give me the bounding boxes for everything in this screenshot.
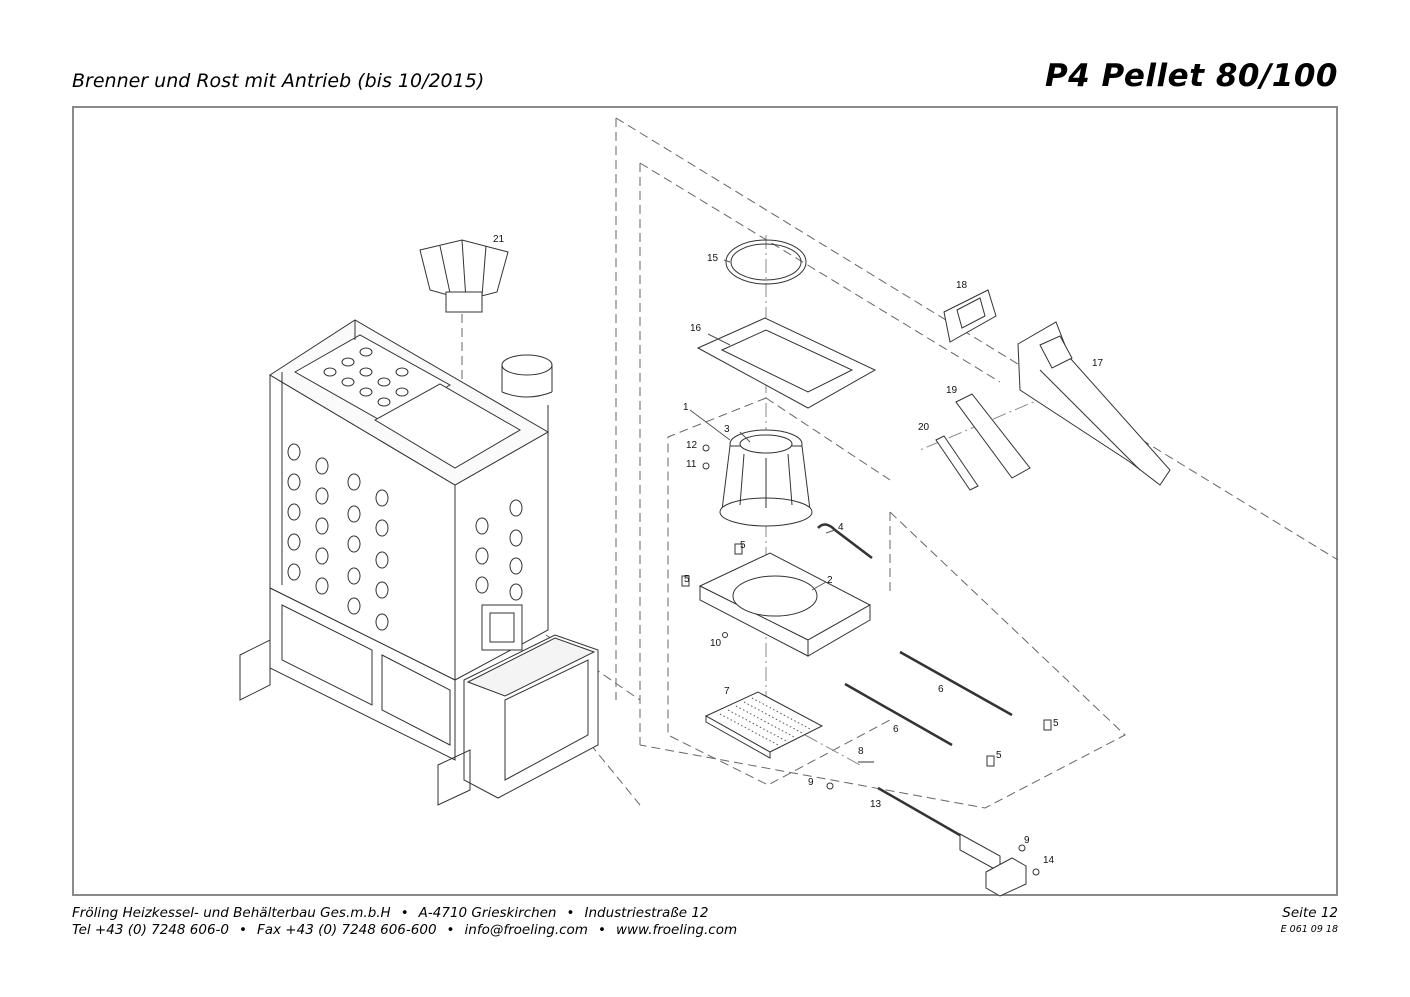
label-part-12: 12 [686,440,698,451]
label-part-7: 7 [724,686,730,697]
part-2-frame [698,552,872,657]
boiler-body [239,319,599,806]
part-21-hopper [419,239,509,313]
company-address: A-4710 Grieskirchen [418,905,557,921]
label-part-3: 3 [724,424,730,435]
part-6-rods [844,650,1013,747]
part-13-shaft [877,786,966,840]
label-part-10: 10 [710,638,722,649]
part-19-profile [955,393,1031,479]
label-part-6a: 6 [938,684,944,695]
label-part-2: 2 [827,575,833,586]
diagram-frame [72,106,1338,896]
email-address: info@froeling.com [464,922,588,938]
label-part-16: 16 [690,323,702,334]
part-3-burner-pot [719,429,813,527]
part-14-motor [959,833,1027,897]
part-20-rod [935,435,979,491]
bullet-separator: • [239,922,247,938]
footer-line-2: Tel +43 (0) 7248 606-0 • Fax +43 (0) 7248 … [72,922,737,939]
part-7-grate [704,691,824,759]
bullet-separator: • [400,905,409,921]
website: www.froeling.com [615,922,738,938]
label-part-8: 8 [858,746,864,757]
part-17-chute [1017,321,1171,486]
model-title: P4 Pellet 80/100 [1044,58,1338,94]
footer-contact: Fröling Heizkessel- und Behälterbau Ges.… [72,905,737,939]
label-part-4: 4 [838,522,844,533]
label-part-5b: 5 [684,574,690,585]
document-number: E 061 09 18 [1280,924,1338,935]
label-part-18: 18 [956,280,968,291]
housing-holes [287,347,523,631]
label-part-9b: 9 [1024,835,1030,846]
part-18-flange [943,289,997,343]
grate-perforation [719,697,813,747]
label-part-9a: 9 [808,777,814,788]
bullet-separator: • [446,922,455,938]
label-part-11: 11 [686,459,697,470]
phone-number: Tel +43 (0) 7248 606-0 [72,922,229,938]
part-15-ring [725,239,807,285]
label-part-14: 14 [1043,855,1055,866]
company-name: Fröling Heizkessel- und Behälterbau Ges.… [72,905,391,921]
footer-page-info: Seite 12 E 061 09 18 [1281,905,1338,937]
leader-lines [689,259,836,591]
page-subtitle: Brenner und Rost mit Antrieb (bis 10/201… [72,70,485,92]
part-16-plate [696,317,877,409]
bullet-separator: • [566,905,575,921]
label-part-15: 15 [707,253,719,264]
fax-number: Fax +43 (0) 7248 606-600 [256,922,437,938]
label-part-5d: 5 [996,750,1002,761]
label-part-13: 13 [870,799,882,810]
label-part-6b: 6 [893,724,899,735]
company-street: Industriestraße 12 [584,905,709,921]
label-part-5c: 5 [1053,718,1059,729]
label-part-21: 21 [493,234,505,245]
footer-line-1: Fröling Heizkessel- und Behälterbau Ges.… [72,905,737,922]
label-part-17: 17 [1092,358,1104,369]
fasteners [681,444,1052,876]
page-number: Seite 12 [1282,905,1338,921]
label-part-5a: 5 [740,540,746,551]
part-4-ignition-tube [817,523,873,559]
label-part-1: 1 [683,402,689,413]
label-part-19: 19 [946,385,958,396]
label-part-20: 20 [918,422,930,433]
part-number-labels: 1 2 3 4 5 5 5 5 6 6 7 8 9 9 10 11 12 13 … [493,234,1104,866]
bullet-separator: • [597,922,606,938]
